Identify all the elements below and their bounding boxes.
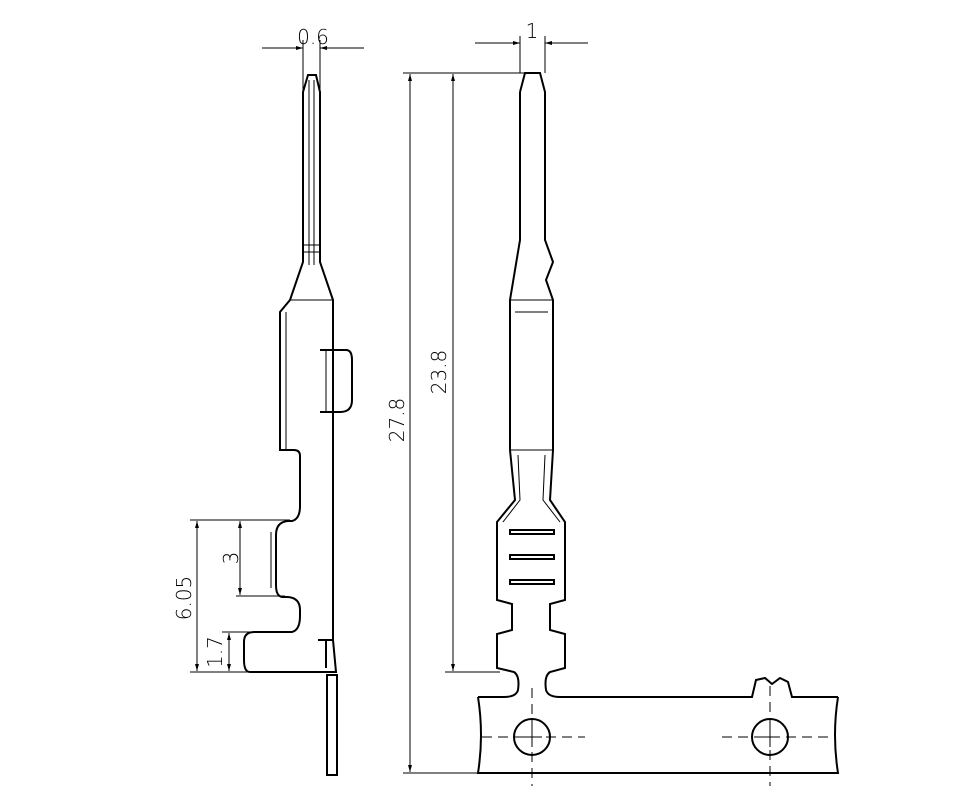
dim-crimp-length: 3 [219, 552, 243, 565]
side-view [243, 74, 353, 776]
dim-insulation-offset: 1.7 [203, 636, 227, 668]
dim-pin-length: 23.8 [427, 350, 451, 395]
dim-overall-length: 27.8 [385, 398, 409, 443]
dimension-lines [190, 36, 588, 774]
dim-pin-width: 1 [526, 19, 539, 43]
dim-barrel-length: 6.05 [172, 576, 196, 621]
front-view [476, 72, 840, 786]
dim-pin-thickness: 0.6 [297, 25, 329, 49]
